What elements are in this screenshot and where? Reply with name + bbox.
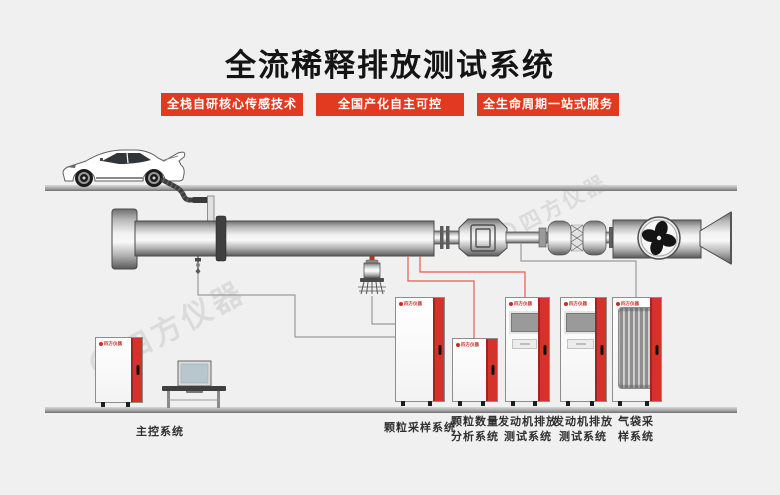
- car-windows: [102, 153, 151, 164]
- dilution-tunnel: [111, 208, 435, 270]
- cabinet-screen: [566, 313, 596, 332]
- line-tunnel-to-particle-count: [407, 256, 475, 338]
- line-probe1-to-particle-sampling: [197, 274, 397, 338]
- label-main-control: 主控系统: [136, 426, 184, 438]
- door-handle: [491, 365, 494, 375]
- cabinet-door-stripe: [538, 298, 549, 401]
- cvs-piping: [433, 211, 732, 265]
- cabinet-gas-bag: 四方仪器: [612, 297, 662, 406]
- sampling-probe-1: [195, 256, 201, 275]
- brand-logo-icon: 四方仪器: [99, 341, 122, 346]
- door-handle: [655, 344, 658, 355]
- line-probe2-to-particle-sampling: [371, 296, 397, 325]
- venturi-bank: [547, 220, 607, 256]
- tunnel-clamp-ring: [215, 215, 227, 262]
- outlet-horn: [699, 211, 732, 265]
- door-handle: [600, 344, 603, 355]
- brand-logo-icon: 四方仪器: [564, 301, 587, 306]
- cabinet-door-stripe: [433, 298, 444, 401]
- road-line: [45, 185, 737, 191]
- sample-connection-lines: [197, 243, 637, 338]
- cabinet-particle-sampling: 四方仪器: [395, 297, 445, 406]
- label-engine-test-1: 发动机排放 测试系统: [498, 416, 558, 443]
- feature-badge-list: 全栈自研核心传感技术 全国产化自主可控 全生命周期一站式服务: [0, 93, 780, 116]
- blower-fan-icon: [637, 216, 681, 260]
- cabinet-door-stripe: [131, 338, 142, 402]
- brand-logo-icon: 四方仪器: [616, 301, 639, 306]
- badge-domestic: 全国产化自主可控: [315, 93, 464, 116]
- floor-line: [45, 407, 737, 413]
- label-particle-count: 颗粒数量 分析系统: [451, 416, 499, 443]
- desk: [162, 386, 226, 391]
- label-gas-bag: 气袋采 样系统: [618, 416, 654, 443]
- brand-logo-icon: 四方仪器: [509, 301, 532, 306]
- cabinet-door-stripe: [650, 298, 661, 401]
- brand-logo-icon: 四方仪器: [456, 342, 479, 347]
- line-tunnel-to-gas-bag: [520, 243, 637, 299]
- test-vehicle: [62, 149, 186, 187]
- cabinet-particle-count: 四方仪器: [452, 338, 498, 406]
- line-tunnel-to-engine-test: [419, 256, 526, 298]
- tunnel-end-cap: [111, 208, 138, 270]
- cabinet-door-stripe: [486, 339, 497, 401]
- gas-bag-tubes: [618, 307, 653, 389]
- badge-lifecycle-service: 全生命周期一站式服务: [477, 93, 620, 116]
- cabinet-engine-test-1: 四方仪器: [505, 297, 550, 406]
- cabinet-panel: [512, 339, 537, 349]
- door-handle: [438, 344, 441, 355]
- door-handle: [136, 365, 139, 375]
- cabinet-main-control: 四方仪器: [95, 337, 143, 407]
- cabinet-panel: [567, 339, 594, 349]
- door-handle: [543, 344, 546, 355]
- label-engine-test-2: 发动机排放 测试系统: [553, 416, 613, 443]
- badge-sensing-tech: 全栈自研核心传感技术: [160, 93, 303, 116]
- cabinet-engine-test-2: 四方仪器: [560, 297, 607, 406]
- brand-logo-icon: 四方仪器: [399, 301, 422, 306]
- operator-workstation: [162, 360, 226, 408]
- cabinet-door-stripe: [595, 298, 606, 401]
- tunnel-inlet-pipe: [207, 195, 215, 223]
- page-title: 全流稀释排放测试系统: [225, 48, 555, 83]
- label-particle-sampling: 颗粒采样系统: [384, 422, 456, 434]
- cabinet-screen: [511, 313, 539, 332]
- sampling-probe-2: [358, 256, 386, 295]
- tunnel-body: [134, 220, 435, 257]
